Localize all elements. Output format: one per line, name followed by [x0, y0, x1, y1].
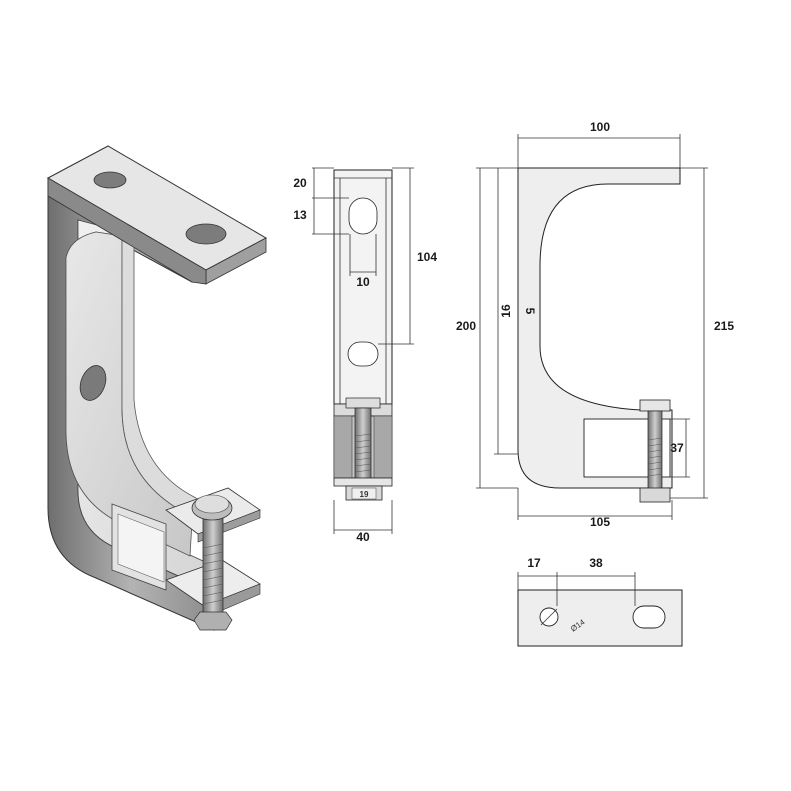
iso-flange-hole-2 [185, 223, 227, 245]
front-dimensions [476, 134, 708, 520]
front-bolt [647, 410, 663, 490]
dim-slot-height: 13 [293, 208, 307, 222]
plate-hole-slot [632, 605, 666, 629]
dim-total-height: 215 [714, 319, 734, 333]
side-nut-top [345, 397, 381, 409]
front-bolt-thread [647, 437, 663, 477]
dim-clamp-gap: 37 [670, 441, 684, 455]
plate-dimensions [517, 572, 636, 606]
nut-size-label: 19 [360, 490, 369, 499]
side-base-plate [333, 477, 393, 487]
dim-hole-spacing: 38 [589, 556, 603, 570]
front-view: 100 200 16 5 215 37 105 [456, 120, 734, 529]
plate-view: 17 38 Ø14 [517, 556, 683, 647]
side-slot-bottom [347, 341, 379, 367]
side-clamp-inner-l [333, 415, 353, 479]
side-bolt-thread [354, 433, 372, 473]
dim-top-width: 100 [590, 120, 610, 134]
dim-hole-offset: 17 [527, 556, 541, 570]
front-nut-top [639, 399, 671, 412]
dim-base-width: 105 [590, 515, 610, 529]
side-bolt [354, 407, 372, 485]
side-dimensions [312, 167, 414, 534]
side-slot-top [348, 197, 378, 235]
front-nut-bottom [639, 487, 671, 503]
iso-top-flange-edge-left [47, 177, 207, 285]
isometric-view [46, 145, 268, 631]
side-view: 19 20 13 10 104 40 [293, 167, 437, 544]
iso-side-hole [79, 365, 107, 401]
dim-inner-offset: 16 [499, 304, 513, 318]
side-clamp-inner-r [373, 415, 393, 479]
dim-depth: 104 [417, 250, 437, 264]
iso-clamp-inner [117, 513, 165, 583]
front-body [517, 167, 681, 489]
dim-inner-height: 200 [456, 319, 476, 333]
iso-bolt-thread [202, 543, 224, 605]
dim-slot-width: 10 [356, 275, 370, 289]
dim-top-gap: 20 [293, 176, 307, 190]
dim-width: 40 [356, 530, 370, 544]
iso-bolt-shaft [202, 517, 224, 615]
iso-bolt-head-top [194, 494, 230, 514]
dim-thickness: 5 [523, 308, 537, 315]
iso-nut [193, 611, 233, 631]
iso-flange-hole-1 [93, 171, 127, 189]
